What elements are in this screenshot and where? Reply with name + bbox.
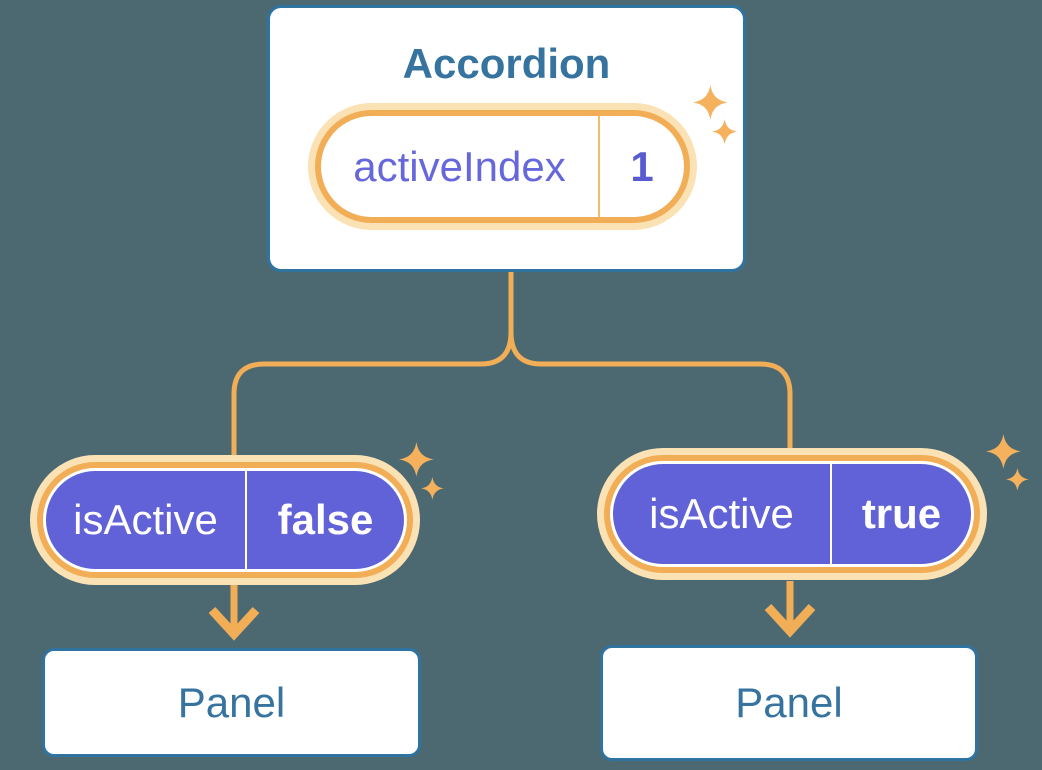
accordion-title: Accordion	[402, 40, 611, 87]
pill-glow: isActive false	[30, 455, 420, 585]
sparkle-icon	[1006, 468, 1029, 491]
pill-divider	[245, 471, 247, 569]
pill-ring: activeIndex 1	[315, 110, 690, 223]
pill-glow: isActive true	[597, 448, 987, 580]
panel-label: Panel	[735, 679, 843, 726]
arrow-down-icon	[208, 584, 260, 641]
prop-pill-isactive-true: isActive true	[597, 448, 987, 580]
prop-name: isActive	[649, 490, 794, 537]
pill-inner-border: isActive false	[43, 468, 407, 572]
sparkle-icon	[986, 434, 1021, 469]
fork-line-right	[508, 271, 793, 452]
arrow-down-icon	[764, 581, 816, 638]
state-pill-activeindex: activeIndex 1	[308, 103, 697, 230]
pill-inner-border: isActive true	[610, 461, 974, 567]
pill-ring: isActive false	[37, 462, 413, 578]
state-name: activeIndex	[353, 142, 566, 190]
state-value: 1	[630, 142, 654, 190]
prop-pill-isactive-false: isActive false	[30, 455, 420, 585]
pill-glow: activeIndex 1	[308, 103, 697, 230]
sparkle-icon	[421, 477, 444, 500]
pill-divider	[830, 464, 832, 564]
pill-divider	[598, 116, 600, 217]
prop-name: isActive	[73, 496, 218, 543]
panel-label: Panel	[177, 678, 286, 726]
prop-value: true	[861, 490, 942, 537]
fork-line-left	[231, 271, 514, 460]
pill-ring: isActive true	[604, 455, 980, 573]
prop-value: false	[277, 496, 374, 543]
panel-box-left: Panel	[42, 648, 421, 757]
panel-box-right: Panel	[600, 645, 978, 761]
